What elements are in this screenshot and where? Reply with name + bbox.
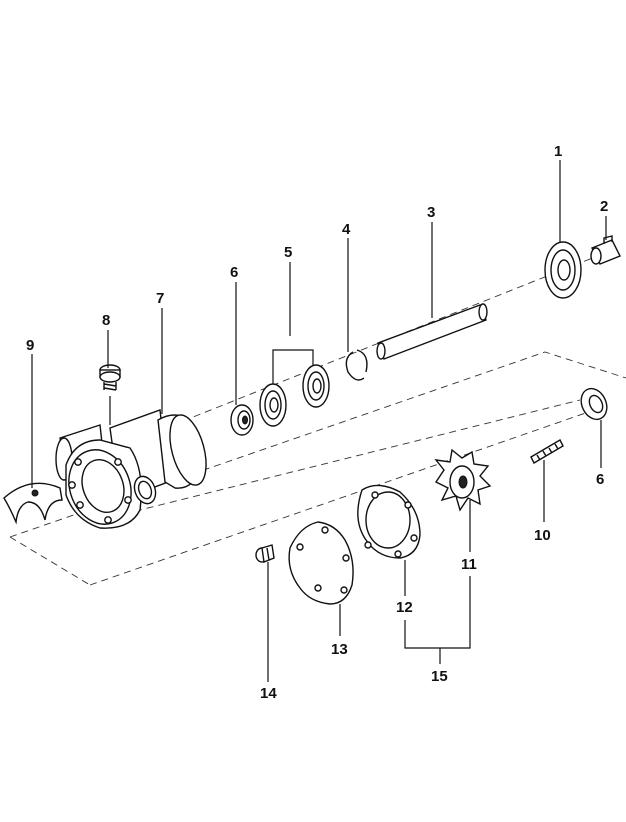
part-2-coupling — [590, 235, 621, 265]
callout-6-left: 6 — [230, 264, 238, 281]
part-10-stud — [530, 439, 564, 464]
leader-lines — [31, 160, 607, 682]
part-9-saddle — [3, 482, 63, 525]
part-11-impeller — [434, 448, 492, 512]
callout-13: 13 — [331, 641, 348, 658]
part-12-gasket — [357, 484, 421, 559]
callout-7: 7 — [156, 290, 164, 307]
part-1-bearing — [544, 241, 582, 299]
part-5-bearings — [259, 364, 330, 427]
part-7-pump-housing — [55, 409, 207, 529]
callout-3: 3 — [427, 204, 435, 221]
callout-8: 8 — [102, 312, 110, 329]
part-14-screw — [255, 544, 275, 563]
part-6-seal-right — [580, 387, 608, 421]
callout-12: 12 — [396, 599, 413, 616]
part-13-cover-plate — [288, 521, 354, 605]
callout-14: 14 — [260, 685, 277, 702]
callout-2: 2 — [600, 198, 608, 215]
callout-11: 11 — [461, 556, 477, 573]
callout-1: 1 — [554, 143, 562, 160]
callout-5: 5 — [284, 244, 292, 261]
callout-6-right: 6 — [596, 471, 604, 488]
part-4-circlip — [345, 349, 368, 381]
part-8-screw — [99, 364, 121, 391]
callout-4: 4 — [342, 221, 351, 238]
callout-10: 10 — [534, 527, 551, 544]
callout-15: 15 — [431, 668, 448, 685]
callout-labels: 1 2 3 4 5 6 7 8 9 6 10 11 12 13 14 15 — [26, 143, 608, 702]
callout-9: 9 — [26, 337, 34, 354]
part-3-shaft — [376, 303, 488, 360]
part-6-seal-left — [230, 404, 254, 436]
